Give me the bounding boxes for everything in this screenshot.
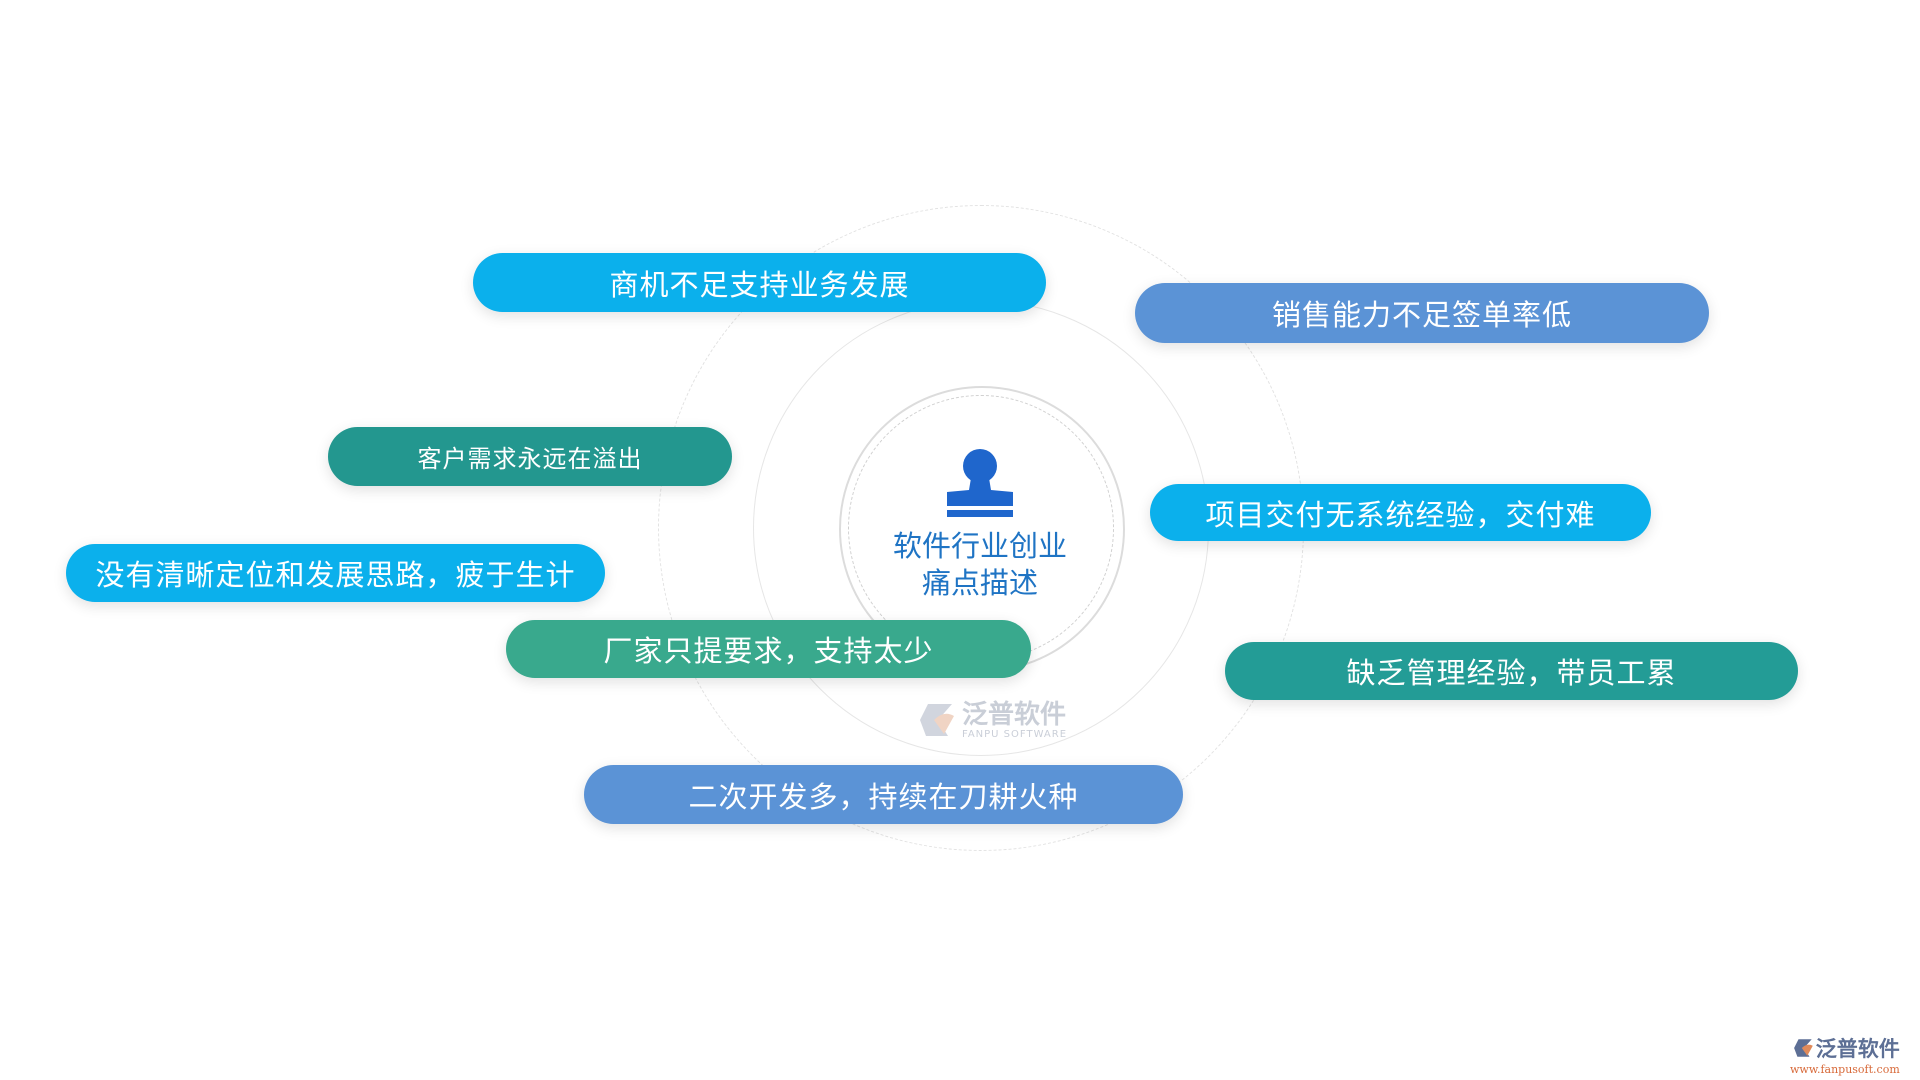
pill-label: 二次开发多，持续在刀耕火种 xyxy=(688,779,1079,814)
watermark-name: 泛普软件 xyxy=(962,699,1067,730)
pill-pain-point-1: 商机不足支持业务发展 xyxy=(473,253,1046,312)
corner-logo-name: 泛普软件 xyxy=(1815,1037,1900,1061)
fanpu-logo-icon xyxy=(1793,1039,1813,1057)
stamp-person-icon xyxy=(947,449,1013,517)
pill-label: 销售能力不足签单率低 xyxy=(1271,298,1572,332)
watermark: 泛普软件 FANPU SOFTWARE xyxy=(918,700,1067,740)
pill-pain-point-8: 二次开发多，持续在刀耕火种 xyxy=(584,765,1183,824)
corner-logo-url: www.fanpusoft.com xyxy=(1790,1063,1900,1076)
pill-label: 项目交付无系统经验，交付难 xyxy=(1205,497,1596,532)
watermark-sub: FANPU SOFTWARE xyxy=(962,728,1068,740)
center-title: 软件行业创业 痛点描述 xyxy=(860,528,1100,602)
fanpu-logo-icon xyxy=(920,704,954,736)
pill-pain-point-4: 项目交付无系统经验，交付难 xyxy=(1150,484,1651,541)
pill-pain-point-7: 缺乏管理经验，带员工累 xyxy=(1225,642,1798,700)
pill-label: 客户需求永远在溢出 xyxy=(417,445,643,473)
pill-label: 商机不足支持业务发展 xyxy=(609,267,910,302)
pill-label: 厂家只提要求，支持太少 xyxy=(603,634,934,668)
corner-logo: 泛普软件 www.fanpusoft.com xyxy=(1790,1033,1900,1076)
pill-label: 缺乏管理经验，带员工累 xyxy=(1346,656,1677,690)
pill-pain-point-2: 销售能力不足签单率低 xyxy=(1135,283,1709,343)
pill-pain-point-3: 客户需求永远在溢出 xyxy=(328,427,732,486)
pill-pain-point-6: 厂家只提要求，支持太少 xyxy=(506,620,1031,678)
center-title-line2: 痛点描述 xyxy=(921,566,1038,600)
pill-label: 没有清晰定位和发展思路，疲于生计 xyxy=(95,558,576,592)
pill-pain-point-5: 没有清晰定位和发展思路，疲于生计 xyxy=(66,544,605,602)
center-title-line1: 软件行业创业 xyxy=(892,529,1067,563)
